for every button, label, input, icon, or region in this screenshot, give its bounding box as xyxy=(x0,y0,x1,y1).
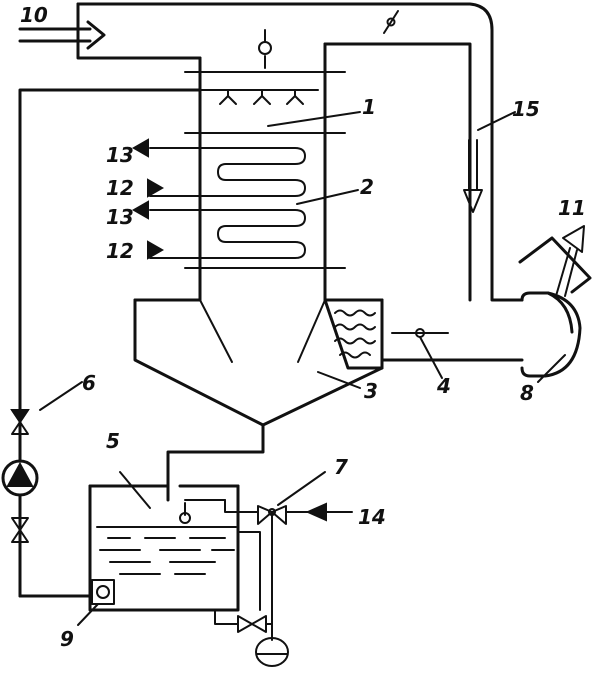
droplet-separator xyxy=(323,298,384,370)
label-13b: 13 xyxy=(106,205,134,229)
label-13a: 13 xyxy=(106,143,134,167)
bypass-duct xyxy=(76,2,524,302)
valve-lower xyxy=(11,517,29,543)
label-4: 4 xyxy=(436,374,451,398)
label-10: 10 xyxy=(20,3,48,27)
pump-intake xyxy=(91,579,115,605)
makeup-water-line xyxy=(224,499,353,525)
label-7: 7 xyxy=(334,455,348,479)
label-5: 5 xyxy=(106,429,120,453)
label-12a: 12 xyxy=(106,176,134,200)
damper-valve-top xyxy=(383,10,399,34)
exhaust-arrow xyxy=(555,225,585,297)
cooling-coils xyxy=(149,147,306,259)
label-11: 11 xyxy=(558,196,586,220)
scrubber-column xyxy=(184,42,346,302)
drain-receiver xyxy=(214,511,289,667)
label-3: 3 xyxy=(364,379,378,403)
label-6: 6 xyxy=(82,371,96,395)
drain-pipe xyxy=(166,423,265,502)
coolant-arrows xyxy=(131,138,165,260)
valve-upper xyxy=(10,409,30,435)
spray-nozzles xyxy=(199,29,319,105)
label-15: 15 xyxy=(512,97,540,121)
leader-lines xyxy=(39,111,566,626)
label-8: 8 xyxy=(520,381,534,405)
recirculation-loop xyxy=(18,88,202,598)
fan xyxy=(518,236,592,378)
circulation-tank xyxy=(88,484,240,612)
label-9: 9 xyxy=(60,627,74,651)
damper-valve-4 xyxy=(391,328,449,338)
label-1: 1 xyxy=(362,95,376,119)
bypass-flow-arrow xyxy=(463,139,483,213)
circulation-pump xyxy=(1,459,39,497)
label-12b: 12 xyxy=(106,239,134,263)
float-valve xyxy=(179,499,226,524)
label-14: 14 xyxy=(358,505,386,529)
separator-hopper xyxy=(133,298,384,427)
label-2: 2 xyxy=(360,175,374,199)
